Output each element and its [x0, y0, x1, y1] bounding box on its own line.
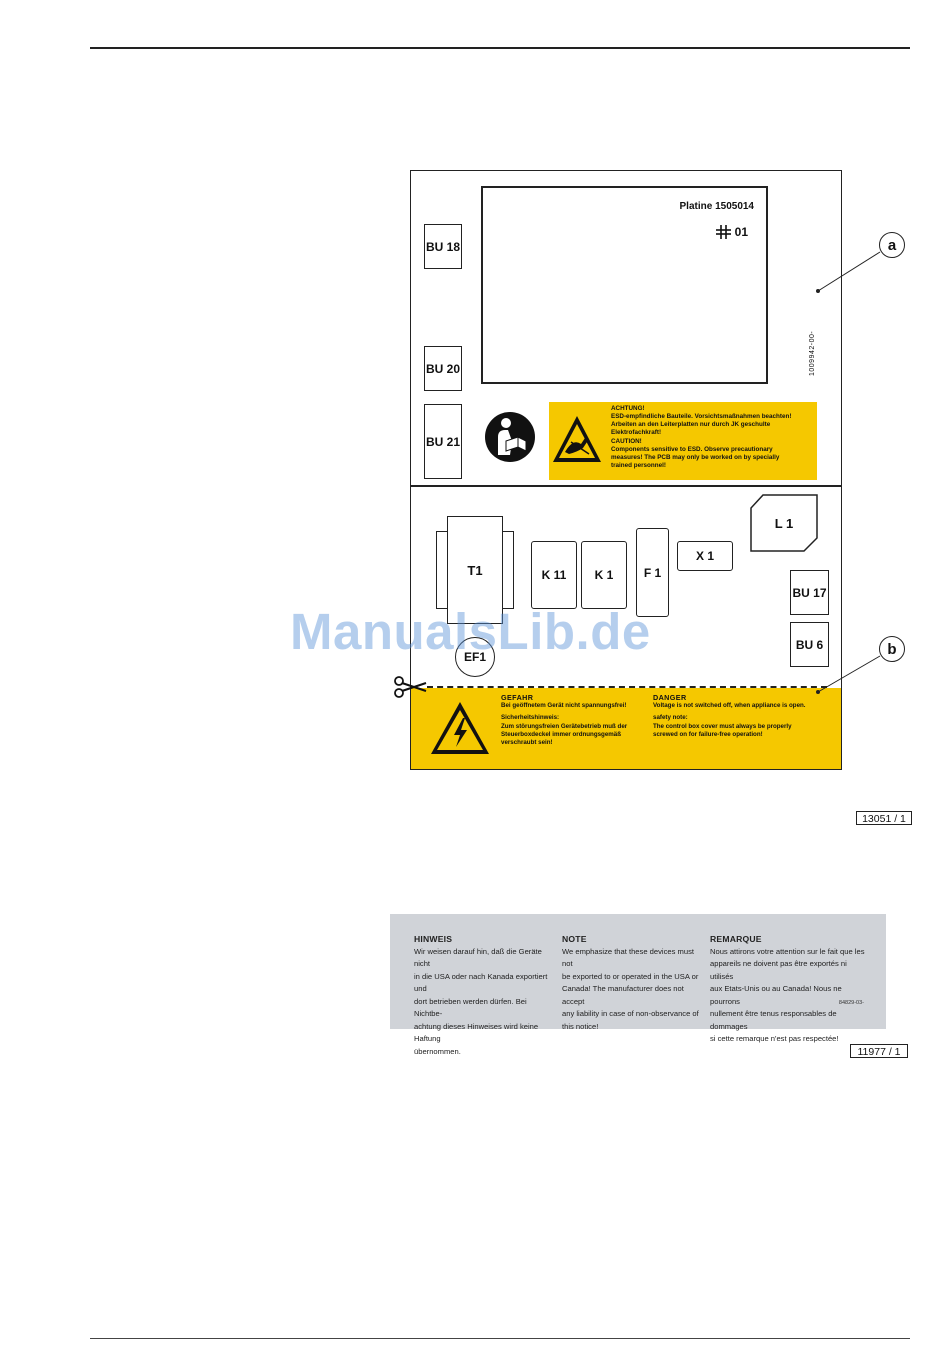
danger-subheading-en: safety note:: [653, 714, 688, 722]
connector-bu17: BU 17: [790, 570, 829, 615]
component-ef1-label: EF1: [463, 650, 486, 664]
scissors-icon: [394, 676, 427, 698]
control-board-diagram: BU 18 BU 20 BU 21 Platine 1505014 01 100…: [394, 170, 842, 770]
esd-line1-de: ESD-empfindliche Bauteile. Vorsichtsmaßn…: [611, 413, 792, 420]
relay-k11: K 11: [531, 541, 577, 609]
fuse-f1: F 1: [636, 528, 669, 617]
relay-k11-label: K 11: [541, 568, 567, 582]
notice-line-en: be exported to or operated in the USA or: [562, 971, 699, 981]
connector-bu18: BU 18: [424, 224, 462, 269]
notice-heading-en: NOTE: [562, 934, 587, 944]
danger-heading-en: DANGER: [653, 693, 687, 702]
connector-bu6-label: BU 6: [795, 637, 824, 652]
header-rule: [90, 47, 910, 49]
connector-bu21: BU 21: [424, 404, 462, 479]
connector-bu20: BU 20: [424, 346, 462, 391]
danger-line1-de: Bei geöffnetem Gerät nicht spannungsfrei…: [501, 702, 627, 710]
esd-warning-label: ACHTUNG! ESD-empfindliche Bauteile. Vors…: [549, 402, 817, 480]
danger-heading-de: GEFAHR: [501, 693, 534, 702]
connector-bu6: BU 6: [790, 622, 829, 667]
notice-fr: REMARQUE Nous attirons votre attention s…: [710, 933, 870, 1046]
notice-de: HINWEIS Wir weisen darauf hin, daß die G…: [414, 933, 554, 1058]
connector-bu18-label: BU 18: [425, 239, 460, 254]
danger-text-de: GEFAHR Bei geöffnetem Gerät nicht spannu…: [501, 693, 651, 747]
notice-line-fr: Nous attirons votre attention sur le fai…: [710, 946, 865, 956]
figure-ref-notice: 11977 / 1: [850, 1044, 908, 1058]
cut-line: [427, 686, 827, 688]
fuse-f1-label: F 1: [643, 565, 662, 580]
danger-text-en: DANGER Voltage is not switched off, when…: [653, 693, 835, 739]
danger-line2-de: Zum störungsfreien Gerätebetrieb muß der: [501, 722, 628, 730]
footer-rule: [90, 1338, 910, 1339]
notice-line-fr: appareils ne doivent pas être exportés n…: [710, 959, 847, 981]
notice-line-en: this notice!: [562, 1021, 599, 1031]
notice-line-fr: aux Etats-Unis ou au Canada! Nous ne pou…: [710, 984, 842, 1006]
inductor-l1-outline: [750, 494, 818, 552]
danger-subheading-de: Sicherheitshinweis:: [501, 714, 560, 722]
notice-line-de: dort betrieben werden dürfen. Bei Nichtb…: [414, 996, 527, 1019]
notice-line-en: Canada! The manufacturer does not accept: [562, 984, 684, 1006]
esd-line2-en: measures! The PCB may only be worked on …: [611, 454, 780, 461]
notice-line-de: achtung dieses Hinweises wird keine Haft…: [414, 1021, 539, 1044]
danger-line4-de: verschraubt sein!: [501, 739, 553, 747]
connector-x1-label: X 1: [695, 549, 714, 563]
connector-bu20-label: BU 20: [425, 361, 460, 376]
esd-line3-en: trained personnel!: [611, 462, 666, 469]
esd-line2-de: Arbeiten an den Leiterplatten nur durch …: [611, 421, 771, 428]
notice-line-en: We emphasize that these devices must not: [562, 946, 694, 969]
esd-warning-icon: [553, 416, 601, 462]
watermark: ManualsLib.de: [290, 603, 651, 660]
component-ef1: EF1: [455, 637, 495, 677]
esd-line3-de: Elektrofachkraft!: [611, 429, 662, 436]
platine-label: Platine 1505014: [679, 201, 755, 212]
variant-marker: 01: [715, 224, 748, 240]
transformer-t1-label: T1: [467, 562, 483, 578]
esd-warning-text: ACHTUNG! ESD-empfindliche Bauteile. Vors…: [605, 402, 817, 480]
figure-ref-board: 13051 / 1: [856, 811, 912, 825]
relay-k1: K 1: [581, 541, 627, 609]
connector-bu21-label: BU 21: [425, 434, 460, 449]
inductor-l1: L 1: [749, 494, 819, 552]
notice-heading-fr: REMARQUE: [710, 934, 762, 944]
part-number: 1009942-00-: [809, 330, 816, 376]
display-area: Platine 1505014 01: [481, 186, 768, 384]
notice-heading-de: HINWEIS: [414, 934, 453, 944]
callout-b: b: [879, 636, 905, 662]
transformer-t1: T1: [447, 516, 503, 624]
component-symbol-icon: [715, 225, 731, 239]
notice-line-de: übernommen.: [414, 1046, 461, 1056]
relay-k1-label: K 1: [594, 568, 614, 582]
export-notice: HINWEIS Wir weisen darauf hin, daß die G…: [390, 914, 886, 1056]
callout-a-label: a: [887, 236, 897, 254]
notice-line-en: any liability in case of non-observance …: [562, 1009, 699, 1018]
high-voltage-warning-icon: [431, 702, 489, 754]
connector-x1: X 1: [677, 541, 733, 571]
board-divider: [411, 485, 841, 487]
callout-a: a: [879, 232, 905, 258]
connector-bu17-label: BU 17: [792, 585, 827, 600]
esd-heading-de: ACHTUNG!: [611, 405, 645, 412]
variant-label: 01: [734, 225, 748, 239]
read-manual-icon: [485, 412, 535, 462]
danger-line1-en: Voltage is not switched off, when applia…: [653, 702, 806, 710]
notice-line-fr: nullement être tenus responsables de dom…: [710, 1009, 837, 1031]
danger-warning-label: GEFAHR Bei geöffnetem Gerät nicht spannu…: [411, 688, 841, 769]
danger-line3-de: Steuerboxdeckel immer ordnungsgemäß: [501, 730, 622, 738]
notice-line-fr: si cette remarque n'est pas respectée!: [710, 1034, 839, 1043]
callout-b-label: b: [887, 640, 897, 658]
notice-en: NOTE We emphasize that these devices mus…: [562, 933, 702, 1033]
notice-line-de: Wir weisen darauf hin, daß die Geräte ni…: [414, 946, 542, 969]
esd-line1-en: Components sensitive to ESD. Observe pre…: [611, 446, 773, 453]
esd-heading-en: CAUTION!: [611, 438, 642, 445]
danger-line2-en: The control box cover must always be pro…: [653, 722, 792, 730]
notice-code: 84829-03-: [838, 1000, 864, 1006]
notice-line-de: in die USA oder nach Kanada exportiert u…: [414, 971, 548, 994]
inductor-l1-label: L 1: [774, 515, 794, 531]
danger-line3-en: screwed on for failure-free operation!: [653, 730, 763, 738]
